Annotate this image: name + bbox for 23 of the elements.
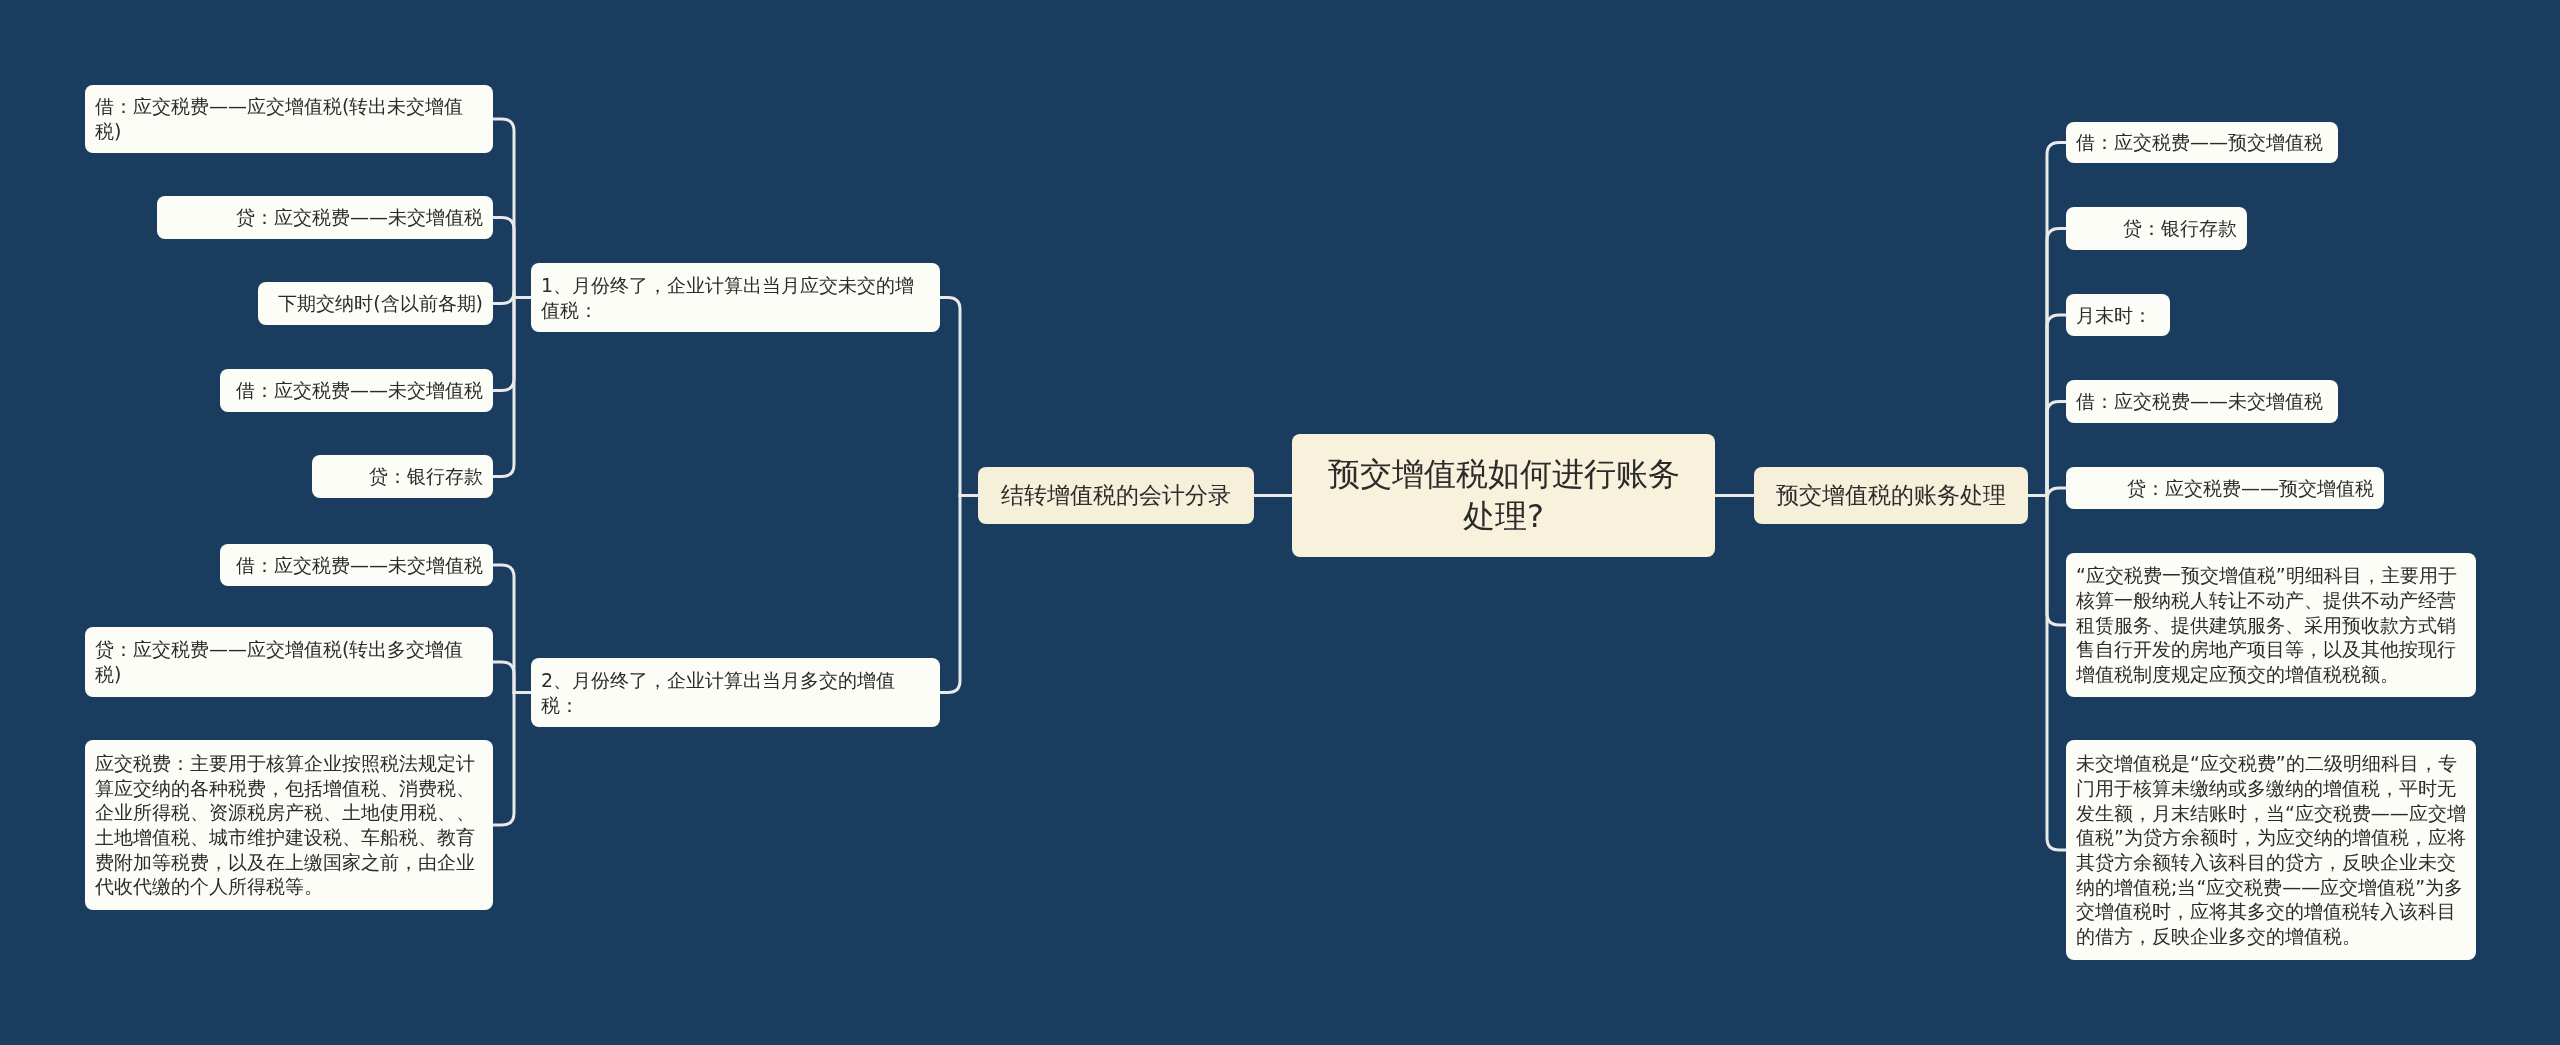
topic-box: 借：应交税费——应交增值税(转出未交增值税) — [85, 85, 493, 153]
topic-box: 贷：应交税费——未交增值税 — [157, 196, 493, 239]
topic-box: 应交税费：主要用于核算企业按照税法规定计算应交纳的各种税费，包括增值税、消费税、企业所得税、资源税房产税、土地使用税、、土地增值税、城市维护建设税、车船税、教育费附加等税费，以及在上缴国家之前，由企业代收代缴的个人所得税等。 — [85, 740, 493, 910]
topic-box: 借：应交税费——未交增值税 — [2066, 380, 2338, 423]
topic-box: 贷：银行存款 — [312, 455, 493, 498]
topic-box: 借：应交税费——未交增值税 — [220, 369, 493, 412]
topic-box: 贷：应交税费——预交增值税 — [2066, 467, 2384, 509]
connector-line — [940, 494, 978, 694]
topic-box: 借：应交税费——未交增值税 — [220, 544, 493, 586]
topic-box: “应交税费一预交增值税”明细科目，主要用于核算一般纳税人转让不动产、提供不动产经营租赁服务、提供建筑服务、采用预收款方式销售自行开发的房地产项目等，以及其他按现行增值税制度规定应预交的增值税税额。 — [2066, 553, 2476, 697]
topic-box: 月末时： — [2066, 294, 2170, 336]
topic-box: 贷：银行存款 — [2066, 207, 2247, 250]
connector-line — [1715, 494, 1754, 497]
topic-box: 借：应交税费——预交增值税 — [2066, 122, 2338, 163]
topic-box: 贷：应交税费——应交增值税(转出多交增值税) — [85, 627, 493, 697]
branch-topic-box: 预交增值税的账务处理 — [1754, 467, 2028, 524]
topic-box: 未交增值税是“应交税费”的二级明细科目，专门用于核算未缴纳或多缴纳的增值税，平时无发生额，月末结账时，当“应交税费——应交增值税”为贷方余额时，为应交纳的增值税，应将其贷方余额转入该科目的贷方，反映企业未交纳的增值税;当“应交税费——应交增值税”为多交增值税时，应将其多交的增值税转入该科目的借方，反映企业多交的增值税。 — [2066, 740, 2476, 960]
topic-box: 下期交纳时(含以前各期) — [258, 282, 493, 325]
connector-line — [1254, 494, 1292, 497]
branch-topic-box: 结转增值税的会计分录 — [978, 467, 1254, 524]
topic-box: 2、月份终了，企业计算出当月多交的增值税： — [531, 658, 940, 727]
topic-box: 1、月份终了，企业计算出当月应交未交的增值税： — [531, 263, 940, 332]
central-topic-box: 预交增值税如何进行账务处理? — [1292, 434, 1715, 557]
